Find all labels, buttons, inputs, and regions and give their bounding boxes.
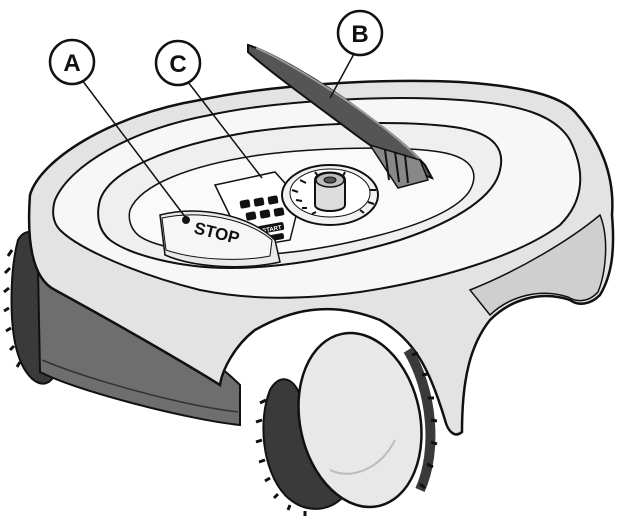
start-button-label: START [262, 225, 283, 234]
panel-key-1[interactable] [239, 199, 251, 209]
stop-button[interactable] [161, 214, 273, 260]
cutting-height-dial[interactable] [281, 164, 379, 226]
callout-line-c [187, 81, 263, 179]
callout-c: C [154, 39, 202, 87]
panel-key-4[interactable] [245, 211, 257, 221]
panel-key-3[interactable] [267, 195, 279, 205]
stop-button-group: STOP [159, 210, 281, 268]
right-wheel [255, 331, 438, 516]
callout-c-label: C [169, 51, 186, 78]
callout-line-a [81, 79, 187, 219]
hatch-lid[interactable] [247, 43, 435, 189]
callout-line-b [329, 51, 356, 99]
callout-a-label: A [63, 50, 80, 77]
panel-key-6[interactable] [273, 207, 285, 217]
panel-key-5[interactable] [259, 209, 271, 219]
callout-b: B [336, 9, 384, 57]
panel-key-2[interactable] [253, 197, 265, 207]
callout-lines [81, 51, 356, 219]
callout-a: A [48, 38, 96, 86]
callout-b-label: B [351, 21, 368, 48]
stop-indicator-dot [182, 216, 190, 224]
